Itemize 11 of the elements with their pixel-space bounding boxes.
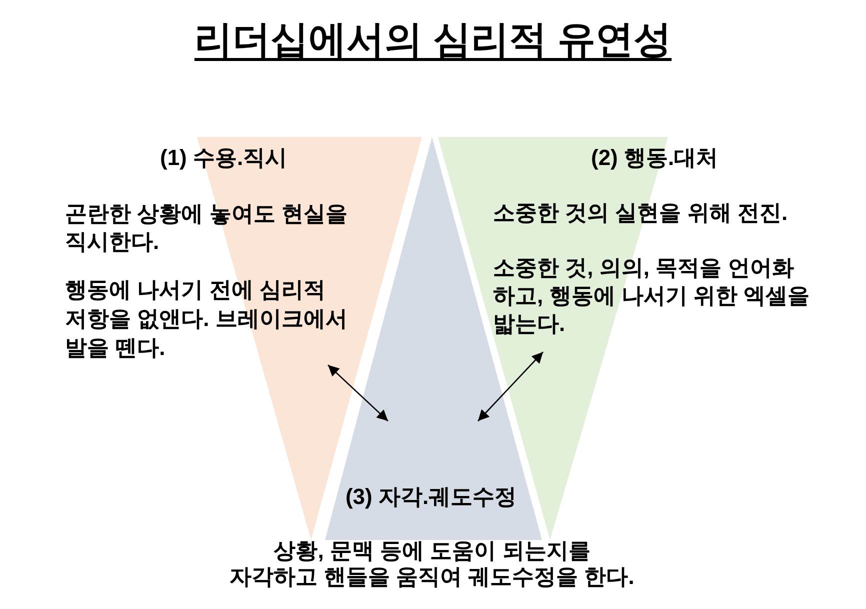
section-heading: (3) 자각.궤도수정 bbox=[345, 483, 517, 511]
description-text: 곤란한 상황에 놓여도 현실을 직시한다. bbox=[65, 200, 348, 256]
description-text: 상황, 문맥 등에 도움이 되는지를 자각하고 핸들을 움직여 궤도수정을 한다. bbox=[230, 538, 634, 590]
description-text: 소중한 것의 실현을 위해 전진. bbox=[493, 199, 788, 227]
diagram-title: 리더십에서의 심리적 유연성 bbox=[194, 18, 672, 63]
section-heading: (1) 수용.직시 bbox=[160, 144, 288, 172]
double-headed-arrow bbox=[478, 352, 544, 422]
description-text: 소중한 것, 의의, 목적을 언어화 하고, 행동에 나서기 위한 엑셀을 밟는다. bbox=[493, 254, 810, 338]
section-heading: (2) 행동.대처 bbox=[591, 144, 718, 172]
double-headed-arrow bbox=[328, 364, 388, 422]
description-text: 행동에 나서기 전에 심리적 저항을 없앤다. 브레이크에서 발을 뗀다. bbox=[65, 276, 348, 362]
